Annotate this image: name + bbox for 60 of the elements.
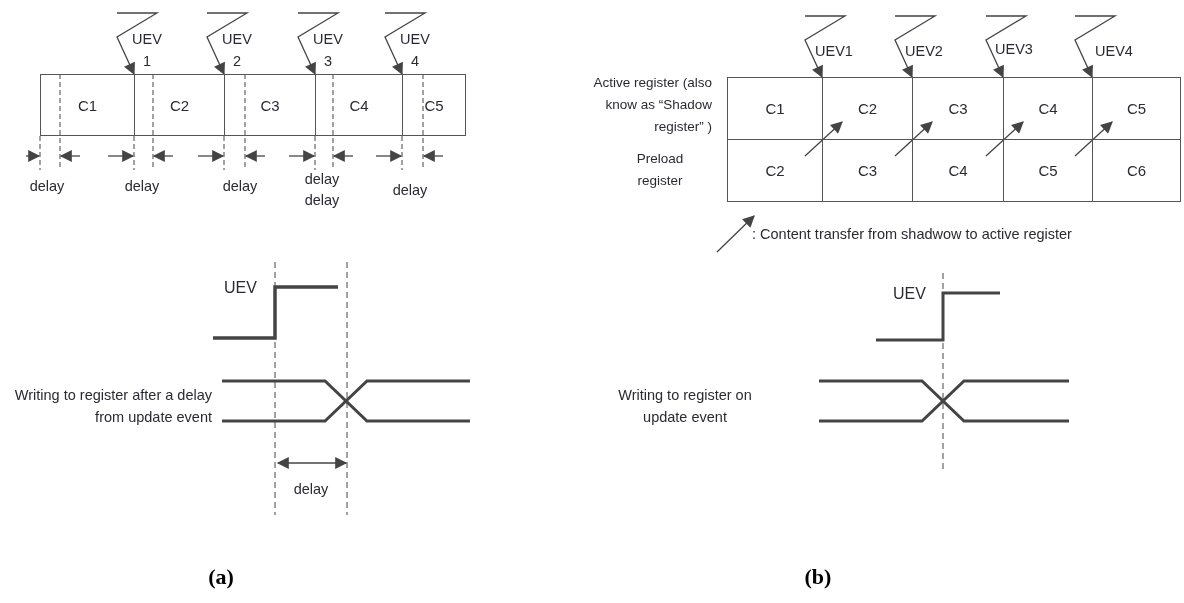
cell-label: C3 — [948, 100, 968, 117]
register-cell — [727, 139, 823, 202]
register-cell — [402, 74, 466, 136]
row-label: Active register (also know as “Shadow register” ) — [592, 74, 712, 136]
signal-label: UEV — [224, 278, 257, 298]
delay-label: delay — [123, 177, 161, 196]
lightning-arrow — [985, 15, 1029, 79]
event-label: UEV 2 — [221, 30, 253, 71]
register-cell — [224, 74, 316, 136]
event-label: UEV 1 — [131, 30, 163, 71]
register-cell — [727, 77, 823, 140]
delay-label: delay — [303, 191, 341, 210]
delay-label: delay — [221, 177, 259, 196]
cell-label: C5 — [1038, 162, 1058, 179]
register-cell — [134, 74, 225, 136]
event-label: UEV4 — [1095, 42, 1133, 61]
cell-label: C1 — [765, 100, 785, 117]
cell-label: C3 — [857, 162, 878, 179]
cell-label: C3 — [260, 96, 280, 114]
cell-label: C1 — [77, 96, 98, 114]
lightning-arrow — [206, 12, 250, 76]
signal-label: Writing to register after a delay from update event — [13, 386, 212, 427]
row-label: Preload register — [635, 150, 685, 190]
cell-label: C2 — [857, 100, 878, 117]
caption: (b) — [803, 563, 833, 591]
cell-label: C6 — [1126, 162, 1147, 179]
event-label: UEV3 — [995, 40, 1033, 59]
lightning-arrow — [384, 12, 428, 76]
delay-label: delay — [28, 177, 66, 196]
delay-label: delay — [303, 170, 341, 189]
event-label: UEV 3 — [312, 30, 344, 71]
register-cell — [1092, 139, 1181, 202]
caption: (a) — [207, 563, 235, 591]
transfer-arrow — [1074, 121, 1113, 157]
lightning-arrow — [1074, 15, 1118, 79]
cell-label: C5 — [1126, 100, 1147, 117]
cell-label: C2 — [169, 96, 190, 114]
register-cell — [40, 74, 135, 136]
event-label: UEV 4 — [399, 30, 431, 71]
lightning-arrow — [804, 15, 848, 79]
transfer-arrow — [894, 121, 933, 157]
transfer-arrow — [804, 121, 843, 157]
lightning-arrow — [894, 15, 938, 79]
lightning-arrow — [297, 12, 341, 76]
register-cell — [315, 74, 403, 136]
signal-label: Writing to register on update event — [617, 386, 753, 427]
cell-label: C4 — [1038, 100, 1058, 117]
delay-label: delay — [391, 181, 429, 200]
cell-label: C4 — [948, 162, 968, 179]
delay-label: delay — [292, 480, 330, 499]
signal-label: UEV — [893, 284, 926, 304]
cell-label: C2 — [765, 162, 785, 179]
cell-label: C5 — [424, 96, 444, 114]
register-cell — [1092, 77, 1181, 140]
lightning-arrow — [116, 12, 160, 76]
event-label: UEV1 — [815, 42, 853, 61]
legend-text: : Content transfer from shadwow to active register — [752, 225, 1072, 244]
transfer-arrow — [985, 121, 1024, 157]
cell-label: C4 — [349, 96, 369, 114]
event-label: UEV2 — [905, 42, 943, 61]
